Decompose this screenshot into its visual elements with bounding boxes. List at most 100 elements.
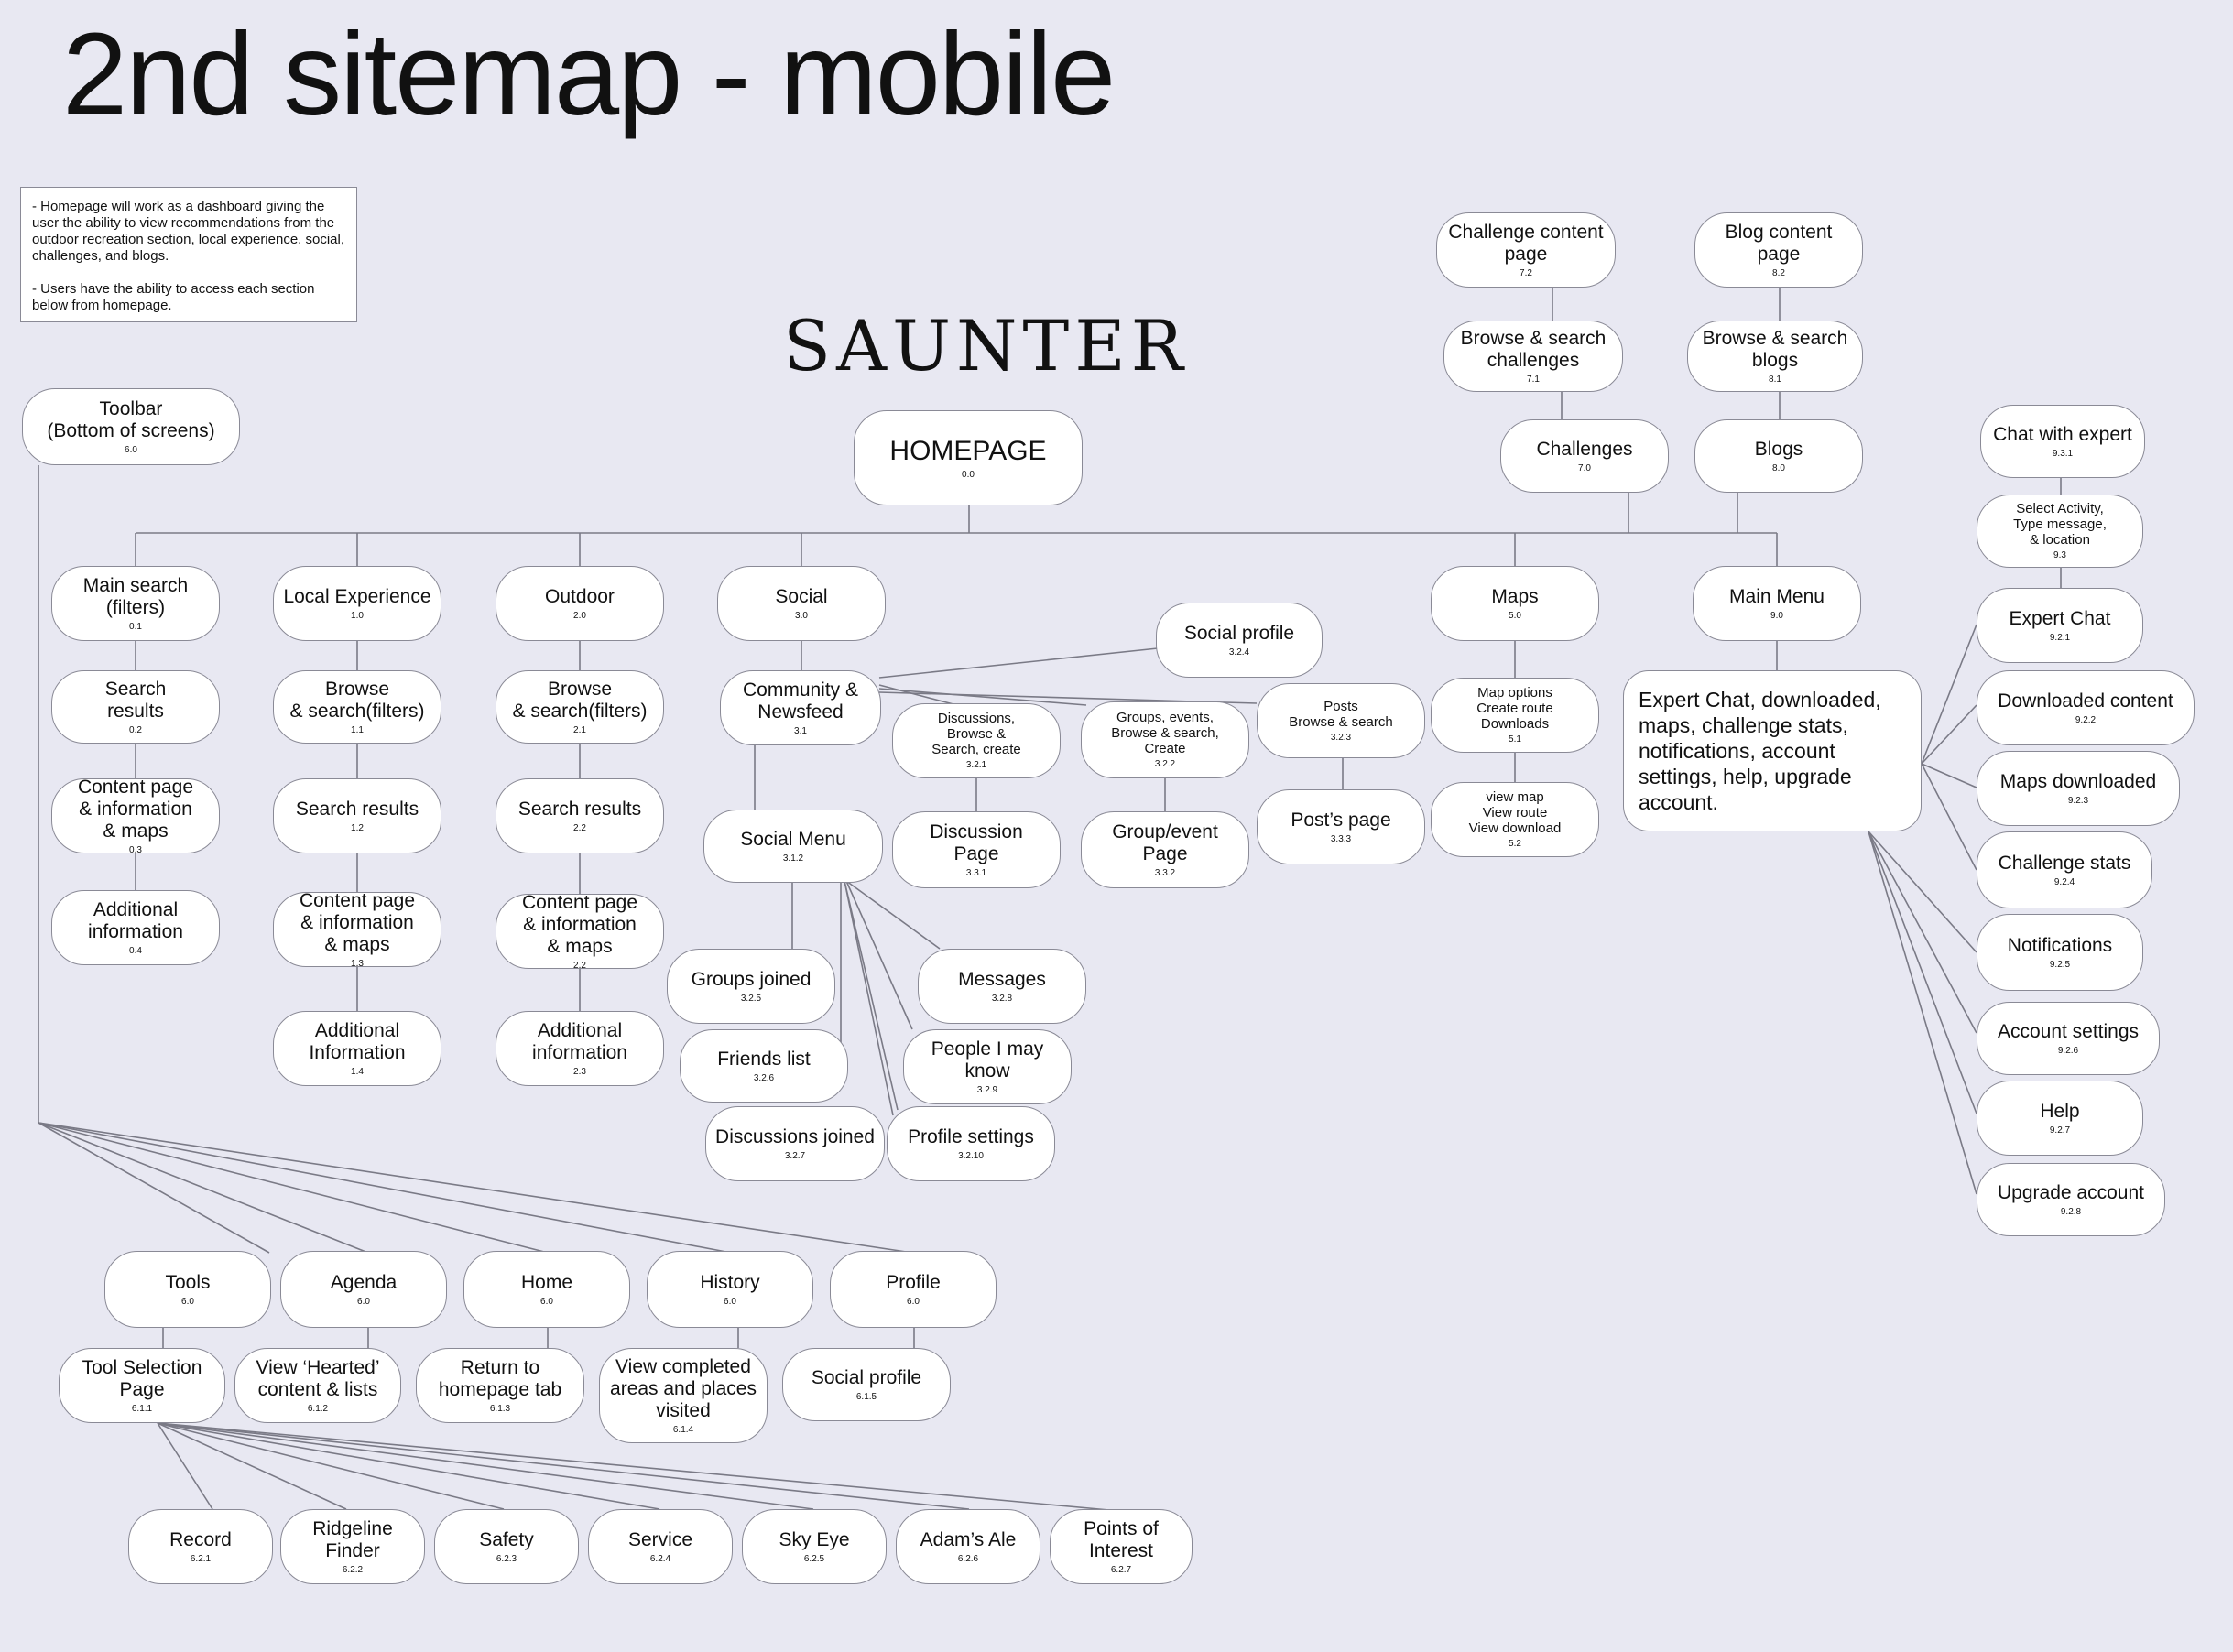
node-number: 0.1 <box>129 621 142 632</box>
groups-joined-node: Groups joined 3.2.5 <box>667 949 835 1024</box>
node-number: 3.2.3 <box>1330 732 1352 743</box>
main-search-node: Main search (filters) 0.1 <box>51 566 220 641</box>
view-map-node: view map View route View download 5.2 <box>1431 782 1599 857</box>
node-number: 3.2.10 <box>958 1150 984 1161</box>
node-label: Expert Chat <box>2009 607 2111 629</box>
node-number: 3.2.5 <box>740 993 762 1004</box>
node-label: Discussions, Browse & Search, create <box>931 711 1021 757</box>
expert-chat-node: Expert Chat 9.2.1 <box>1977 588 2143 663</box>
node-number: 9.2.4 <box>2053 876 2075 887</box>
node-number: 2.1 <box>573 724 586 735</box>
outdoor-node: Outdoor 2.0 <box>496 566 664 641</box>
discussions-joined-node: Discussions joined 3.2.7 <box>705 1106 885 1181</box>
node-number: 5.0 <box>1509 610 1521 621</box>
node-number: 6.0 <box>181 1296 194 1307</box>
node-number: 6.2.2 <box>342 1564 364 1575</box>
node-number: 6.1.1 <box>131 1403 153 1414</box>
node-label: Expert Chat, downloaded, maps, challenge… <box>1639 688 1881 814</box>
node-number: 3.0 <box>795 610 808 621</box>
tool-selection-node: Tool Selection Page 6.1.1 <box>59 1348 225 1423</box>
node-label: Browse & search(filters) <box>512 678 648 722</box>
node-number: 1.4 <box>351 1066 364 1077</box>
node-label: Social profile <box>1183 622 1295 644</box>
node-label: Challenges <box>1536 438 1633 460</box>
search-results-1-node: Search results 1.2 <box>273 778 441 853</box>
node-label: People I may know <box>931 1038 1044 1081</box>
node-number: 0.3 <box>129 844 142 855</box>
node-label: Help <box>2040 1100 2080 1122</box>
sky-eye-node: Sky Eye 6.2.5 <box>742 1509 887 1584</box>
node-label: Ridgeline Finder <box>312 1517 393 1561</box>
browse-1-node: Browse & search(filters) 1.1 <box>273 670 441 744</box>
node-number: 9.3.1 <box>2052 448 2074 459</box>
node-label: Group/event Page <box>1112 821 1218 864</box>
node-number: 5.1 <box>1509 734 1521 744</box>
node-number: 0.4 <box>129 945 142 956</box>
challenge-stats-node: Challenge stats 9.2.4 <box>1977 831 2152 908</box>
browse-2-node: Browse & search(filters) 2.1 <box>496 670 664 744</box>
points-of-interest-node: Points of Interest 6.2.7 <box>1050 1509 1193 1584</box>
node-label: Account settings <box>1997 1020 2140 1042</box>
home-node: Home 6.0 <box>463 1251 630 1328</box>
node-number: 1.1 <box>351 724 364 735</box>
node-number: 3.3.2 <box>1154 867 1176 878</box>
upgrade-account-node: Upgrade account 9.2.8 <box>1977 1163 2165 1236</box>
node-label: Search results <box>104 678 167 722</box>
node-number: 3.2.8 <box>991 993 1013 1004</box>
group-event-page-node: Group/event Page 3.3.2 <box>1081 811 1249 888</box>
node-number: 0.2 <box>129 724 142 735</box>
notifications-node: Notifications 9.2.5 <box>1977 914 2143 991</box>
node-number: 3.1.2 <box>782 853 804 864</box>
node-number: 6.2.4 <box>649 1553 671 1564</box>
node-label: Friends list <box>717 1048 811 1070</box>
service-node: Service 6.2.4 <box>588 1509 733 1584</box>
node-label: Outdoor <box>545 585 615 607</box>
node-label: Additional information <box>88 898 183 942</box>
node-number: 7.2 <box>1520 267 1532 278</box>
additional-0-node: Additional information 0.4 <box>51 890 220 965</box>
node-label: Browse & search challenges <box>1460 327 1607 371</box>
node-number: 6.0 <box>907 1296 920 1307</box>
node-number: 2.0 <box>573 610 586 621</box>
node-label: Select Activity, Type message, & locatio… <box>2013 501 2107 548</box>
node-number: 8.2 <box>1772 267 1785 278</box>
node-label: Adam’s Ale <box>920 1528 1017 1550</box>
node-number: 3.2.7 <box>784 1150 806 1161</box>
node-number: 3.2.4 <box>1228 647 1250 658</box>
node-label: Tools <box>165 1271 211 1293</box>
node-label: Map options Create route Downloads <box>1476 685 1553 732</box>
help-node: Help 9.2.7 <box>1977 1081 2143 1156</box>
node-label: Content page & information & maps <box>77 776 194 842</box>
node-number: 9.2.5 <box>2049 959 2071 970</box>
profile-node: Profile 6.0 <box>830 1251 997 1328</box>
node-number: 9.2.7 <box>2049 1125 2071 1136</box>
node-label: Sky Eye <box>779 1528 850 1550</box>
node-number: 6.0 <box>540 1296 553 1307</box>
people-may-know-node: People I may know 3.2.9 <box>903 1029 1072 1104</box>
node-number: 6.2.3 <box>496 1553 517 1564</box>
node-label: Return to homepage tab <box>438 1356 562 1400</box>
safety-node: Safety 6.2.3 <box>434 1509 579 1584</box>
node-number: 3.2.1 <box>965 760 987 770</box>
record-node: Record 6.2.1 <box>128 1509 273 1584</box>
node-label: Blog content page <box>1725 221 1833 265</box>
node-label: Content page & information & maps <box>299 889 416 955</box>
node-label: Social Menu <box>740 828 846 850</box>
toolbar-node: Toolbar (Bottom of screens) 6.0 <box>22 388 240 465</box>
node-number: 1.3 <box>351 958 364 969</box>
homepage-node: HOMEPAGE 0.0 <box>854 410 1083 505</box>
node-number: 6.1.2 <box>307 1403 329 1414</box>
map-options-node: Map options Create route Downloads 5.1 <box>1431 678 1599 753</box>
browse-blogs-node: Browse & search blogs 8.1 <box>1687 321 1863 392</box>
node-number: 1.0 <box>351 610 364 621</box>
node-label: Content page & information & maps <box>521 891 638 957</box>
node-label: Local Experience <box>283 585 431 607</box>
challenges-node: Challenges 7.0 <box>1500 419 1669 493</box>
node-label: Points of Interest <box>1084 1517 1159 1561</box>
profile-settings-node: Profile settings 3.2.10 <box>887 1106 1055 1181</box>
node-label: Search results <box>295 798 419 820</box>
node-label: Home <box>520 1271 573 1293</box>
ridgeline-node: Ridgeline Finder 6.2.2 <box>280 1509 425 1584</box>
node-number: 9.2.3 <box>2067 795 2089 806</box>
node-label: Downloaded content <box>1998 690 2173 712</box>
